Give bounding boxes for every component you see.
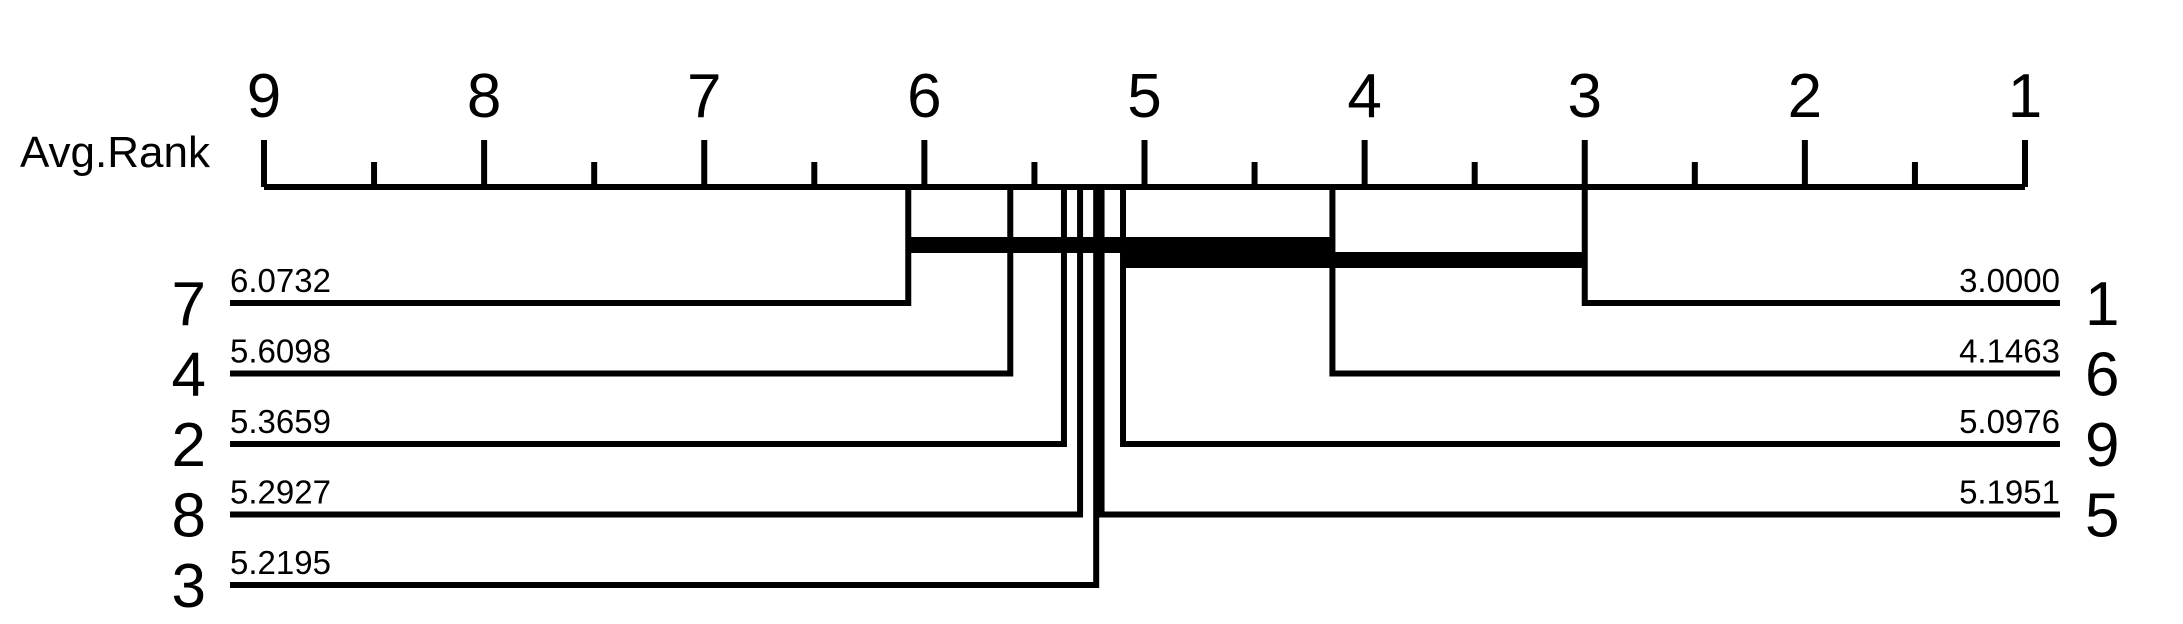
- rank-value-label: 5.3659: [230, 403, 331, 440]
- tick-label: 9: [247, 62, 281, 131]
- method-connector: [230, 187, 1014, 377]
- tick-label: 1: [2008, 62, 2042, 131]
- tick-label: 6: [907, 62, 941, 131]
- tick-label: 3: [1568, 62, 1602, 131]
- method-label: 6: [2085, 341, 2119, 410]
- method-connector: [1120, 187, 2060, 447]
- method-label: 3: [172, 552, 206, 621]
- axis-title: Avg.Rank: [20, 128, 211, 177]
- rank-value-label: 3.0000: [1959, 262, 2060, 299]
- rank-value-label: 5.0976: [1959, 403, 2060, 440]
- method-label: 5: [2085, 482, 2119, 551]
- method-lines: 6.0732 7 5.6098 4 5.3659 2 5.2927 8 5.2195 3 3.000…: [172, 187, 2119, 621]
- method-label: 8: [172, 482, 206, 551]
- method-label: 4: [172, 341, 206, 410]
- method-label: 2: [172, 411, 206, 480]
- method-label: 1: [2085, 270, 2119, 339]
- tick-label: 4: [1347, 62, 1381, 131]
- rank-value-label: 5.1951: [1959, 474, 2060, 511]
- rank-value-label: 5.2927: [230, 474, 331, 511]
- method-label: 9: [2085, 411, 2119, 480]
- method-connector: [1581, 187, 2060, 306]
- tick-label: 2: [1788, 62, 1822, 131]
- rank-value-label: 6.0732: [230, 262, 331, 299]
- method-connector: [230, 187, 1084, 518]
- tick-label: 8: [467, 62, 501, 131]
- method-label: 7: [172, 270, 206, 339]
- method-connector: [1329, 187, 2060, 377]
- method-connector: [230, 187, 1067, 447]
- tick-label: 5: [1127, 62, 1161, 131]
- method-connector: [230, 187, 1100, 588]
- rank-value-label: 4.1463: [1959, 333, 2060, 370]
- tick-label: 7: [687, 62, 721, 131]
- method-connector: [230, 187, 912, 306]
- rank-axis: 9 8 7 6 5 4 3 2 1: [247, 62, 2042, 190]
- method-connector: [1098, 187, 2060, 518]
- rank-value-label: 5.2195: [230, 544, 331, 581]
- rank-value-label: 5.6098: [230, 333, 331, 370]
